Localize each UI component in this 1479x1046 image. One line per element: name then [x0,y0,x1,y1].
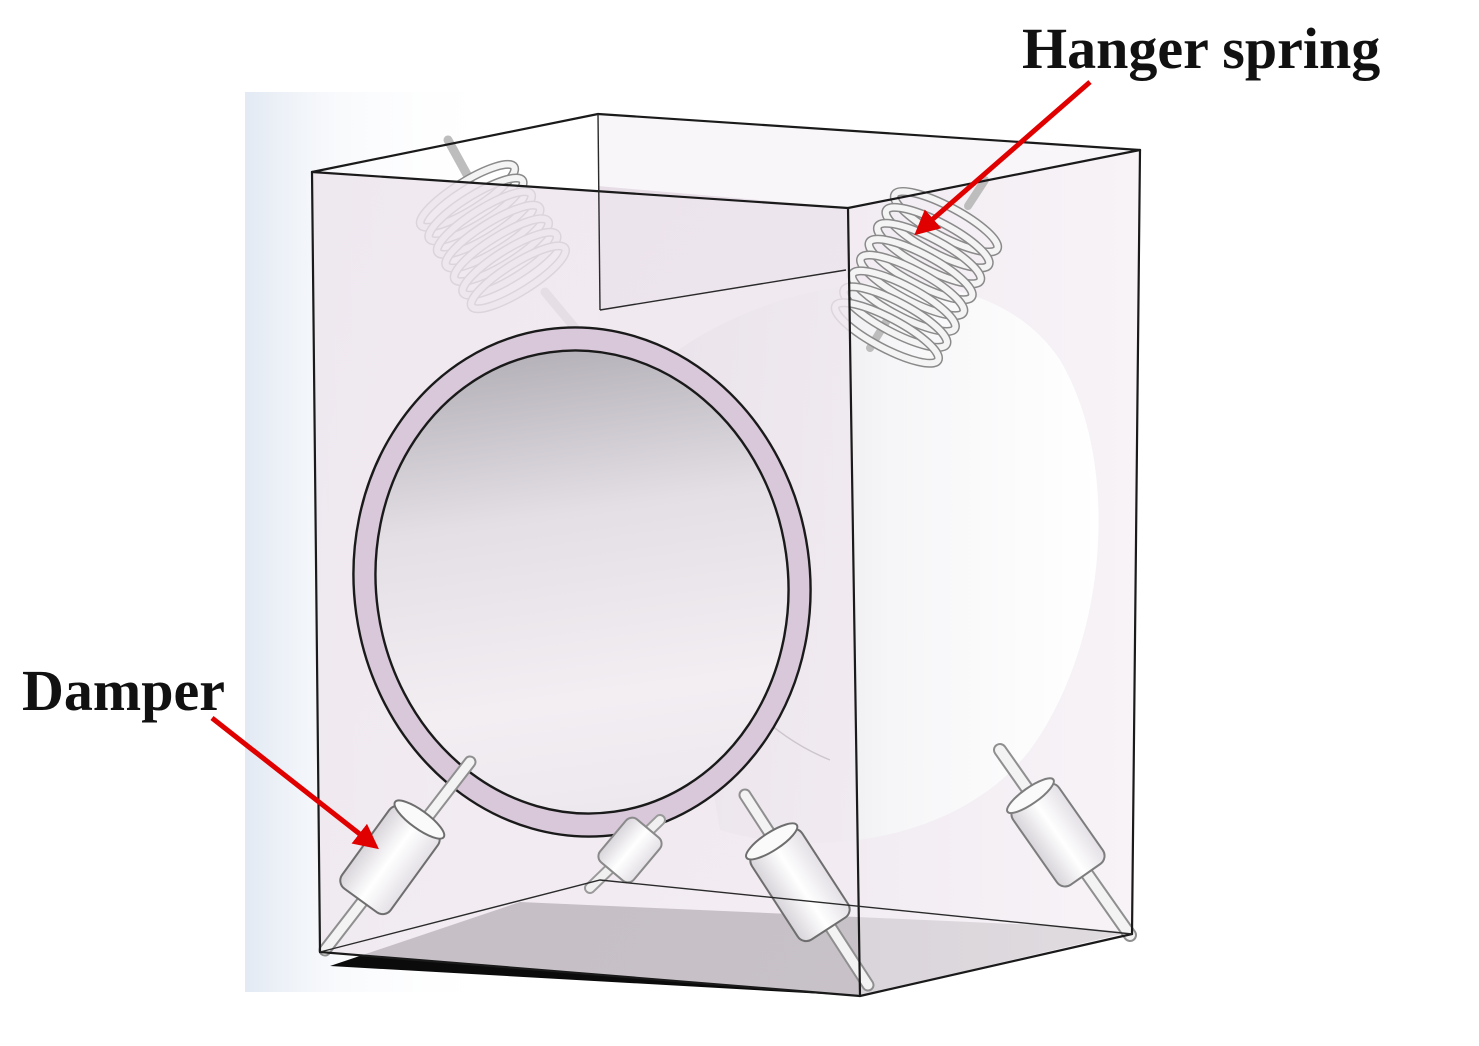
damper-front-left-icon [318,755,477,957]
hanger-spring-callout: Hanger spring [914,16,1380,236]
damper-front-right-icon [738,788,875,992]
hanger-spring-label: Hanger spring [1022,16,1380,81]
damper-back-right-icon [993,743,1137,942]
hanger-spring-front-icon [830,176,1003,368]
damper-back-left-icon [584,814,666,894]
drum-door-ring [352,326,812,838]
damper-label: Damper [22,658,225,723]
damper-arrow [210,716,379,850]
damper-callout: Damper [22,658,379,850]
hanger-spring-arrow [914,80,1092,236]
cabinet-frame [310,112,1142,998]
